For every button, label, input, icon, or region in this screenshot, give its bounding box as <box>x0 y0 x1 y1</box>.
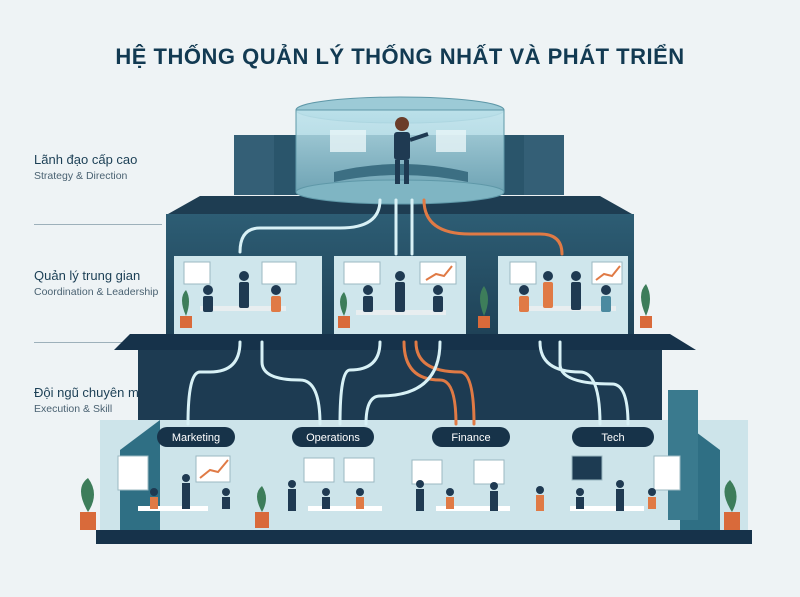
plant-icon <box>180 290 192 328</box>
department-badge-operations: Operations <box>292 427 374 447</box>
level-subtitle: Execution & Skill <box>34 403 113 415</box>
plant-icon <box>478 286 490 328</box>
level-subtitle: Strategy & Direction <box>34 170 128 182</box>
department-badge-finance: Finance <box>432 427 510 447</box>
flow-arrows <box>186 198 630 426</box>
arrow-icon <box>402 340 458 426</box>
level-title: Đội ngũ chuyên môn <box>34 385 154 400</box>
divider <box>34 224 162 225</box>
arrow-icon <box>238 198 382 254</box>
executive-person <box>394 117 429 184</box>
level-label-middle-management: Quản lý trung gian Coordination & Leader… <box>34 268 158 298</box>
arrow-icon <box>538 340 602 426</box>
level-subtitle: Coordination & Leadership <box>34 286 159 298</box>
arrow-icon <box>186 340 242 426</box>
plant-icon <box>338 292 350 328</box>
plant-icon <box>640 284 652 328</box>
department-label: Operations <box>306 432 360 444</box>
department-label: Finance <box>451 432 490 444</box>
arrow-icon <box>414 340 476 426</box>
arrow-icon <box>260 340 322 426</box>
specialist-workspaces <box>117 455 681 511</box>
department-label: Tech <box>601 432 624 444</box>
plant-icon <box>255 486 269 528</box>
plant-icon <box>724 480 740 530</box>
level-label-specialists: Đội ngũ chuyên môn Execution & Skill <box>34 385 153 415</box>
arrow-icon <box>422 198 564 256</box>
middle-meeting-rooms <box>183 261 623 315</box>
level-label-leadership: Lãnh đạo cấp cao Strategy & Direction <box>34 152 137 182</box>
level-title: Lãnh đạo cấp cao <box>34 152 138 167</box>
divider <box>34 342 162 343</box>
arrow-icon <box>364 340 442 426</box>
plant-icon <box>80 478 96 530</box>
department-badge-tech: Tech <box>572 427 654 447</box>
page-title: HỆ THỐNG QUẢN LÝ THỐNG NHẤT VÀ PHÁT TRIỂ… <box>115 44 685 69</box>
level-title: Quản lý trung gian <box>34 268 141 283</box>
arrow-icon <box>558 340 630 426</box>
department-label: Marketing <box>172 432 220 444</box>
arrow-icon <box>338 340 382 426</box>
department-badge-marketing: Marketing <box>157 427 235 447</box>
